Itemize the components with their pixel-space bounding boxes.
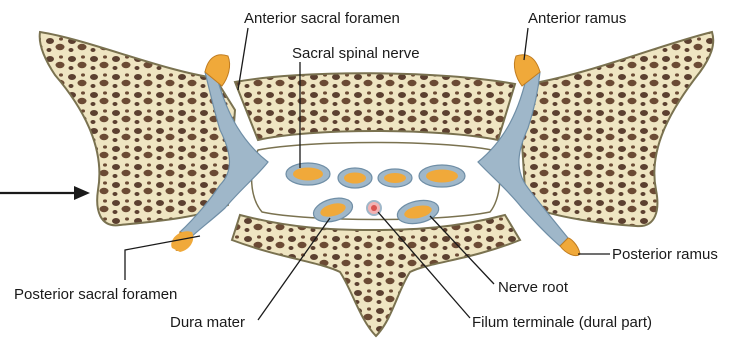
left-ala bbox=[40, 32, 235, 225]
label-sacral-spinal-nerve: Sacral spinal nerve bbox=[292, 45, 420, 63]
label-posterior-sacral-foramen: Posterior sacral foramen bbox=[14, 286, 177, 304]
label-anterior-ramus: Anterior ramus bbox=[528, 10, 626, 28]
right-ala bbox=[520, 32, 713, 226]
label-nerve-root: Nerve root bbox=[498, 279, 568, 297]
label-filum-terminale: Filum terminale (dural part) bbox=[472, 314, 652, 332]
label-posterior-ramus: Posterior ramus bbox=[612, 246, 718, 264]
vertebral-body bbox=[235, 73, 515, 140]
label-dura-mater: Dura mater bbox=[170, 314, 245, 332]
arrow-right-icon bbox=[0, 186, 90, 200]
label-anterior-sacral-foramen: Anterior sacral foramen bbox=[244, 10, 400, 28]
